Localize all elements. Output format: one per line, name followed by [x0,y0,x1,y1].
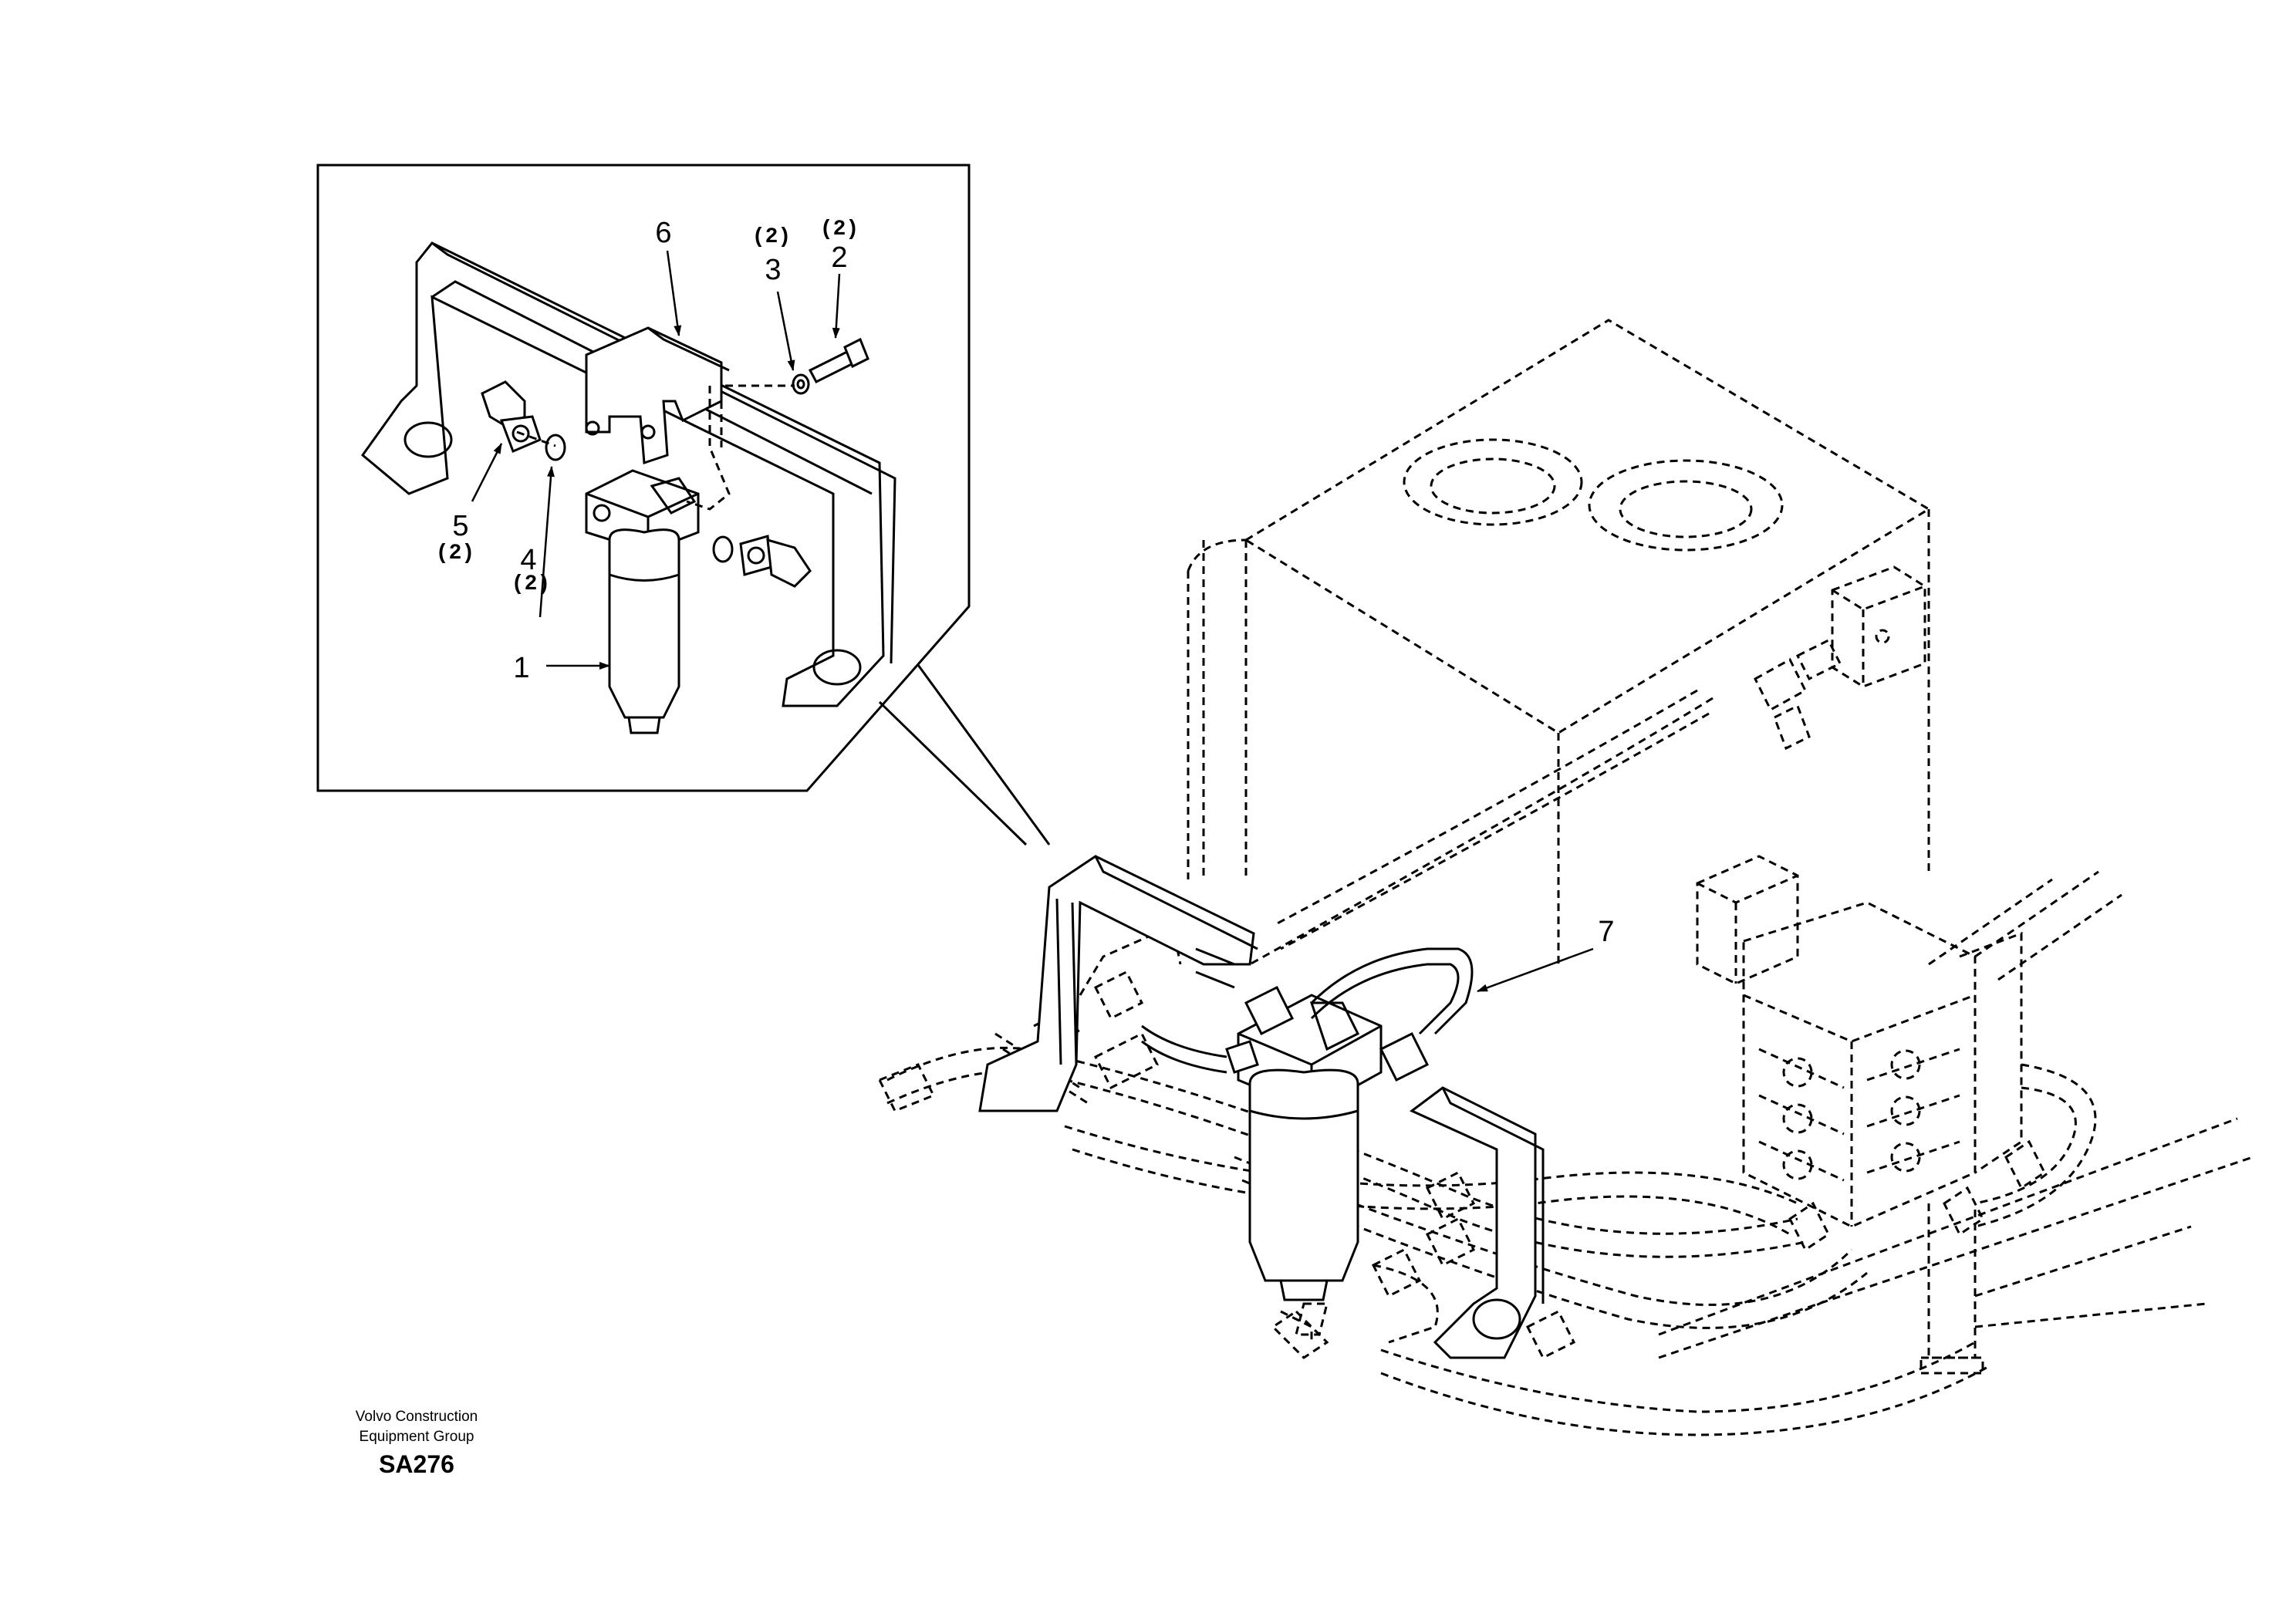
quantity-item-3: (2) [752,225,791,249]
callout-2: 2 [831,241,847,274]
exploded-elbow-fitting-right [739,535,812,588]
exploded-elbow-fitting-left [481,380,542,453]
quantity-item-2: (2) [820,218,859,241]
bolt-and-washer [792,337,869,395]
callout-5: 5 [452,510,468,542]
detail-view-box [316,164,1051,846]
exploded-filter-head-bracket [585,326,730,465]
exploded-filter [585,469,700,734]
leader-lines [471,250,1594,993]
quantity-item-4: (2) [512,572,550,596]
o-rings [545,434,734,563]
callout-4: 4 [520,544,536,576]
callout-7: 7 [1598,916,1614,948]
installed-filter-assembly [978,855,1545,1359]
company-name-line-2: Equipment Group [359,1429,474,1445]
callout-3: 3 [765,254,781,286]
sheet-code: SA276 [379,1450,454,1478]
callout-6: 6 [655,217,671,249]
company-name-line-1: Volvo Construction [355,1409,478,1425]
callout-1: 1 [513,652,529,684]
quantity-item-5: (2) [436,542,474,565]
detail-hidden-lines [516,384,795,511]
